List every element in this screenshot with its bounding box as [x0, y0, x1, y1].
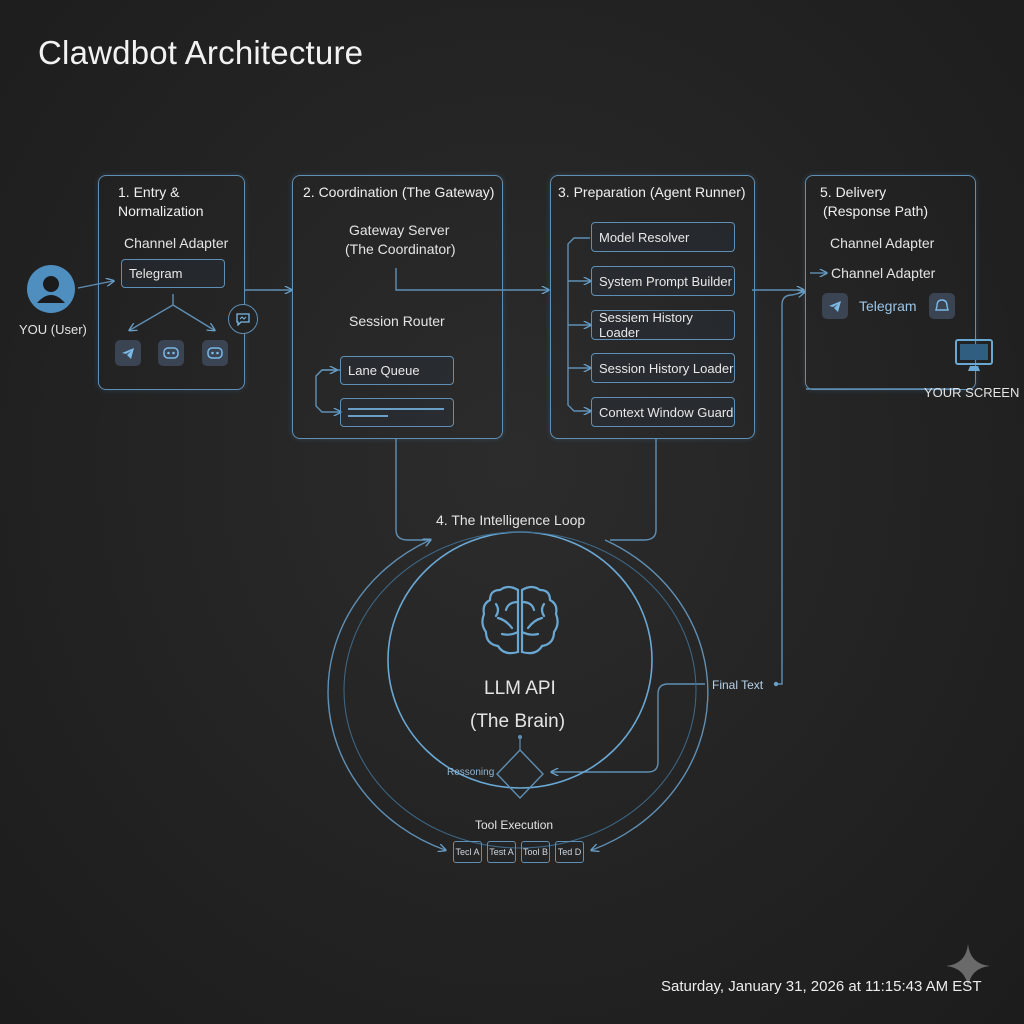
timestamp: Saturday, January 31, 2026 at 11:15:43 A… [661, 978, 982, 995]
gateway-panel [292, 175, 503, 439]
user-label: YOU (User) [19, 322, 87, 337]
user-icon [37, 276, 65, 303]
sparkle-icon [944, 942, 992, 995]
delivery-panel [805, 175, 976, 390]
delivery-channel-adapter-2: Channel Adapter [831, 265, 936, 281]
gateway-title: 2. Coordination (The Gateway) [303, 184, 495, 200]
chat-app-icon[interactable] [202, 340, 228, 366]
delivery-channel-adapter-1: Channel Adapter [830, 235, 935, 251]
tool-box-3[interactable]: Tool B [521, 841, 550, 863]
entry-telegram-box[interactable]: Telegram [121, 259, 225, 288]
entry-title-line2: Normalization [118, 203, 204, 219]
llm-api-label: LLM API [484, 678, 556, 699]
delivery-telegram-icon[interactable] [822, 293, 848, 319]
gateway-server-line2: (The Coordinator) [345, 241, 456, 257]
final-text-label: Final Text [712, 678, 764, 692]
entry-panel [98, 175, 245, 390]
queue-slot-box[interactable] [340, 398, 454, 427]
entry-channel-adapter: Channel Adapter [124, 235, 229, 251]
history-loader-box-1[interactable]: Sessiem History Loader [591, 310, 735, 340]
session-router: Session Router [349, 313, 445, 329]
context-window-guard-box[interactable]: Context Window Guard [591, 397, 735, 427]
delivery-title-line1: 5. Delivery [820, 184, 887, 200]
llm-brain-label: (The Brain) [470, 711, 566, 732]
monitor-icon [954, 338, 994, 379]
system-prompt-builder-box[interactable]: System Prompt Builder [591, 266, 735, 296]
tool-execution-label: Tool Execution [475, 818, 554, 832]
gateway-server-line1: Gateway Server [349, 222, 450, 238]
prep-panel [550, 175, 755, 439]
model-resolver-box[interactable]: Model Resolver [591, 222, 735, 252]
brain-icon [478, 582, 562, 667]
user-avatar[interactable] [27, 265, 75, 313]
your-screen-label: YOUR SCREEN [924, 385, 1020, 400]
delivery-title-line2: (Response Path) [823, 203, 929, 219]
page-title: Clawdbot Architecture [38, 34, 364, 71]
queue-slot-line-2 [348, 415, 388, 417]
delivery-telegram-label: Telegram [859, 298, 917, 314]
tool-box-4[interactable]: Ted D [555, 841, 584, 863]
tool-box-1[interactable]: Tecl A [453, 841, 482, 863]
tool-box-2[interactable]: Test A [487, 841, 516, 863]
delivery-app-icon[interactable] [929, 293, 955, 319]
entry-title-line1: 1. Entry & [118, 184, 180, 200]
lane-queue-box[interactable]: Lane Queue [340, 356, 454, 385]
reasoning-label: Ressoning [447, 767, 495, 778]
queue-slot-line-1 [348, 408, 444, 410]
loop-title: 4. The Intelligence Loop [436, 512, 586, 528]
telegram-icon[interactable] [115, 340, 141, 366]
discord-icon[interactable] [158, 340, 184, 366]
message-icon[interactable] [228, 304, 258, 334]
history-loader-box-2[interactable]: Session History Loader [591, 353, 735, 383]
prep-title: 3. Preparation (Agent Runner) [558, 184, 746, 200]
